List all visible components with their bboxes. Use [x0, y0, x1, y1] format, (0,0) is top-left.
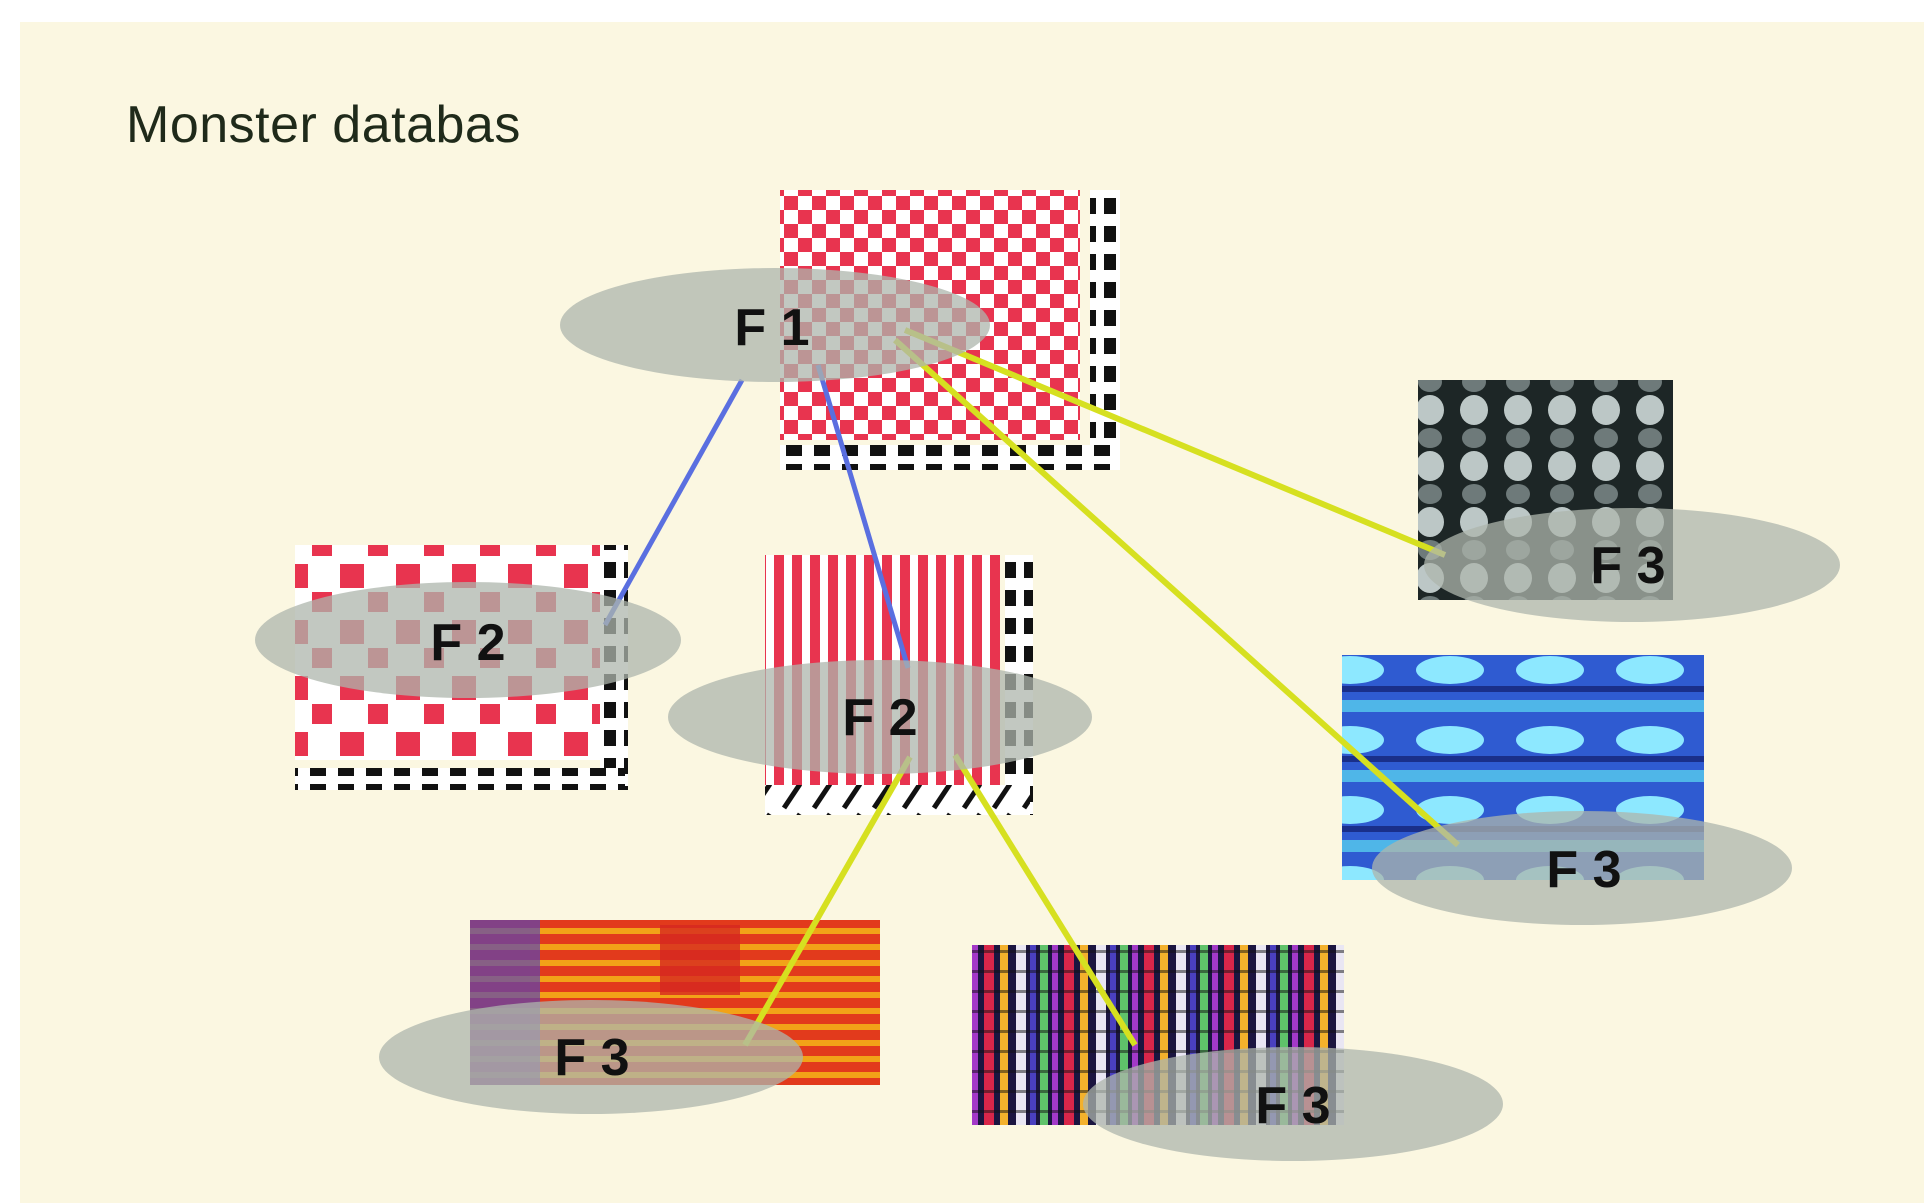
- edge-mid-center-bottom-left: [742, 755, 913, 1047]
- ellipse-right-top: [1424, 508, 1840, 622]
- label-right-top: F 3: [1590, 537, 1665, 595]
- label-right-mid: F 3: [1546, 841, 1621, 899]
- edge-mid-center-bottom-right: [952, 753, 1138, 1047]
- edges: [602, 327, 1461, 1047]
- edge-root-right-top: [903, 327, 1447, 558]
- ellipse-bottom-right: [1083, 1047, 1503, 1161]
- edge-root-right-mid: [892, 337, 1461, 848]
- label-mid-center: F 2: [842, 689, 917, 747]
- edge-root-mid-left: [602, 378, 745, 627]
- label-bottom-left: F 3: [554, 1029, 629, 1087]
- edge-root-mid-center: [815, 364, 911, 669]
- label-root: F 1: [734, 299, 809, 357]
- node-ellipses: [255, 268, 1840, 1161]
- ellipse-mid-center: [668, 660, 1092, 774]
- label-mid-left: F 2: [430, 614, 505, 672]
- ellipse-root: [560, 268, 990, 382]
- ellipse-bottom-left: [379, 1000, 803, 1114]
- ellipse-mid-left: [255, 582, 681, 698]
- page-title: Monster databas: [126, 96, 521, 154]
- ellipse-right-mid: [1372, 811, 1792, 925]
- node-labels: F 1 F 2 F 2 F 3 F 3 F 3 F 3: [430, 299, 1665, 1135]
- label-bottom-right: F 3: [1255, 1077, 1330, 1135]
